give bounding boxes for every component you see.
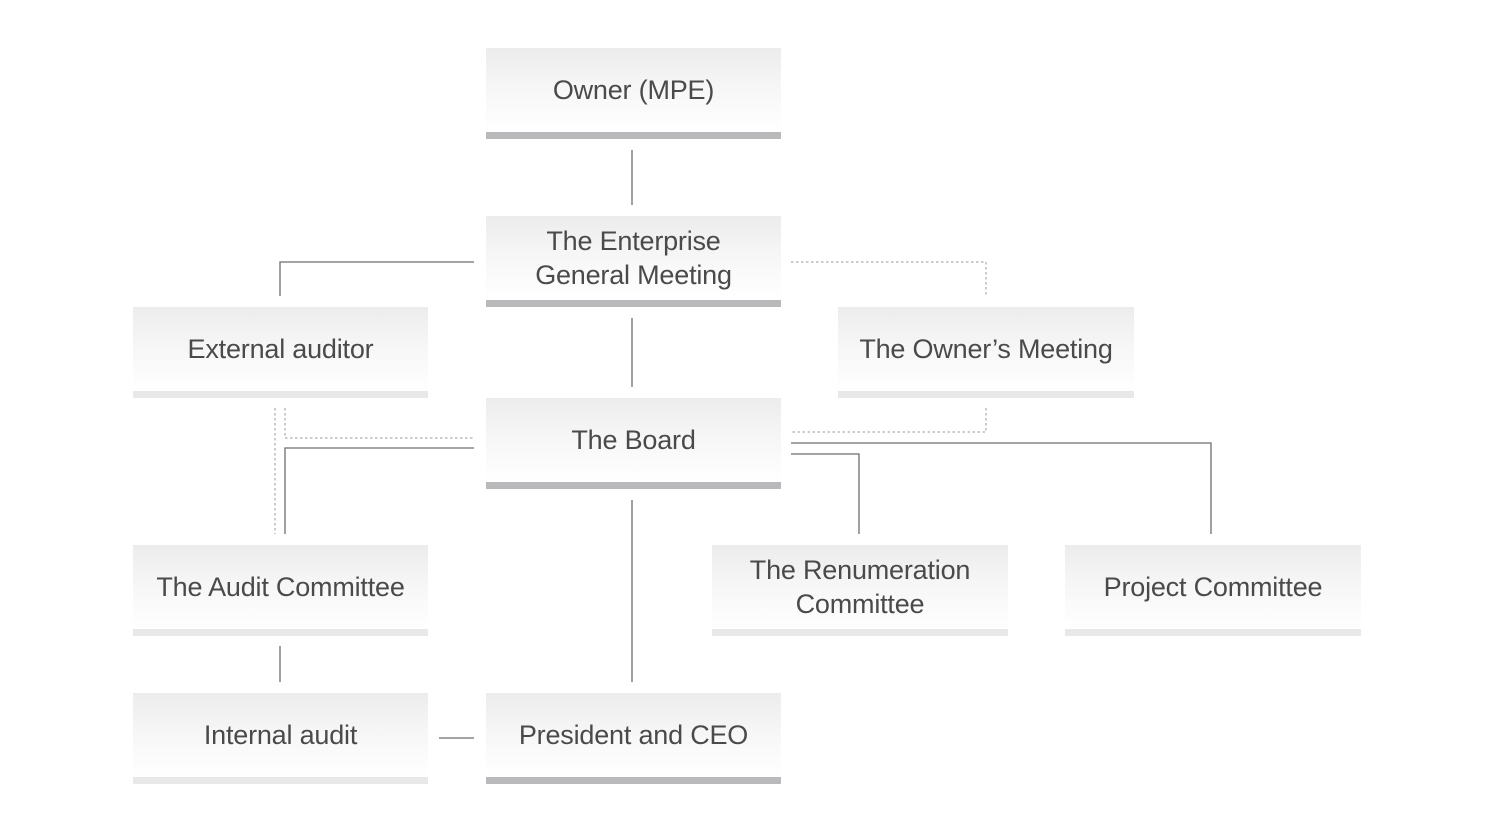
node-president-ceo: President and CEO [486,693,781,784]
node-general-meeting-label: The Enterprise General Meeting [535,226,732,290]
line-general-meeting-to-external-auditor [279,261,474,296]
node-internal-audit: Internal audit [133,693,428,784]
node-external-auditor-label: External auditor [187,334,374,364]
node-owners-meeting: The Owner’s Meeting [838,307,1134,398]
node-project-committee-label: Project Committee [1103,572,1323,602]
node-renumeration-committee: The Renumeration Committee [712,545,1008,636]
dashed-line-owners-meeting-to-board [791,408,987,433]
node-general-meeting: The Enterprise General Meeting [486,216,781,307]
node-audit-committee: The Audit Committee [133,545,428,636]
line-board-to-audit-committee [284,447,474,534]
node-board: The Board [486,398,781,489]
node-owner-label: Owner (MPE) [552,75,715,105]
node-project-committee: Project Committee [1065,545,1361,636]
line-board-to-renumeration-committee [791,453,860,534]
dashed-line-external-auditor-to-board [284,408,474,439]
node-renumeration-committee-label: The Renumeration Committee [749,555,971,619]
line-board-to-project-committee [791,442,1212,534]
node-audit-committee-label: The Audit Committee [156,572,405,602]
node-president-ceo-label: President and CEO [518,720,749,750]
node-internal-audit-label: Internal audit [203,720,358,750]
node-board-label: The Board [571,425,696,455]
node-owner: Owner (MPE) [486,48,781,139]
node-external-auditor: External auditor [133,307,428,398]
node-owners-meeting-label: The Owner’s Meeting [859,334,1113,364]
dashed-line-general-meeting-to-owners-meeting [791,261,987,296]
